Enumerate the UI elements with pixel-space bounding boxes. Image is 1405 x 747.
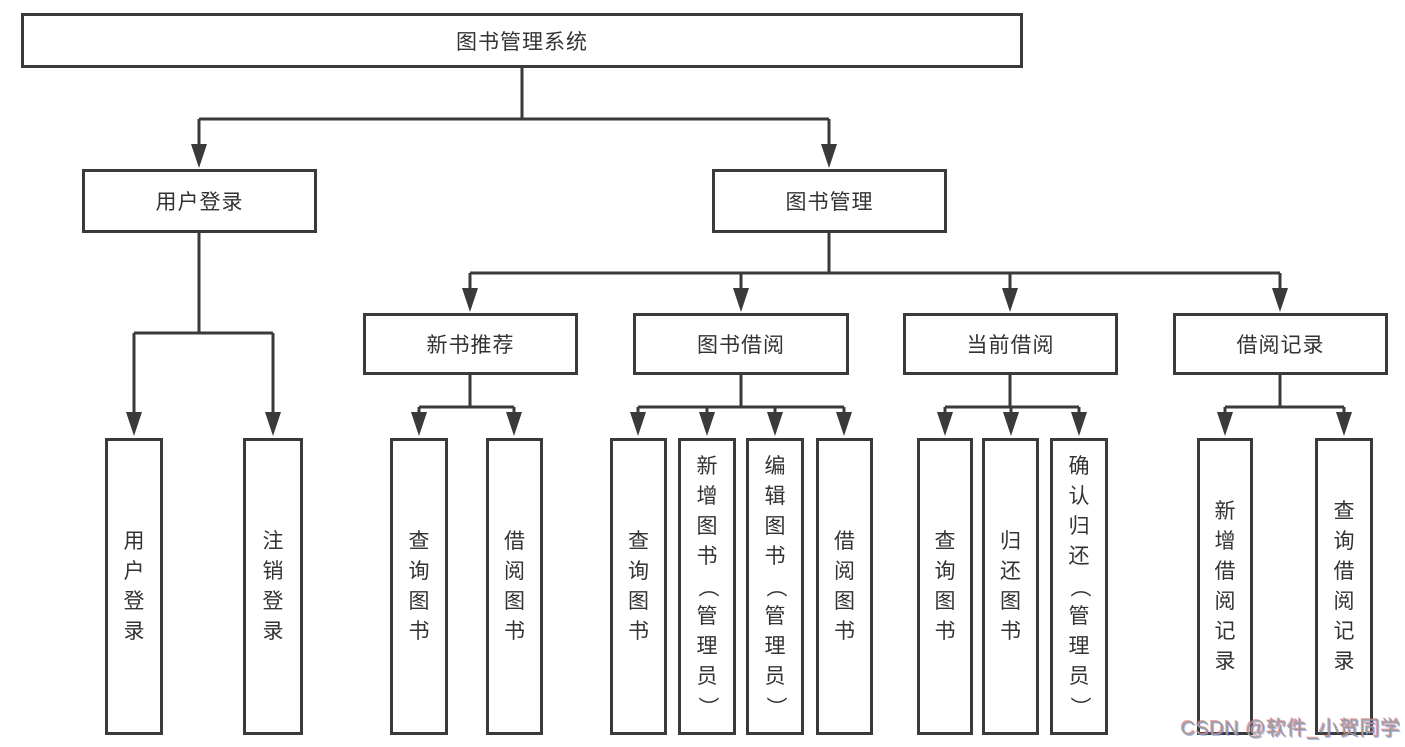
leaf-br-add-record: 新增借阅记录 — [1197, 438, 1253, 735]
leaf-cb-query-books: 查询图书 — [917, 438, 973, 735]
node-book-borrow: 图书借阅 — [633, 313, 849, 375]
leaf-bb-edit-books-admin-label: 编辑图书（管理员） — [764, 454, 787, 718]
node-book-borrow-label: 图书借阅 — [697, 334, 785, 357]
leaf-nbr-borrow-books: 借阅图书 — [486, 438, 543, 735]
leaf-br-query-record-label: 查询借阅记录 — [1333, 499, 1355, 673]
leaf-user-login: 用户登录 — [105, 438, 163, 735]
node-root-system: 图书管理系统 — [21, 13, 1023, 68]
node-new-book-recommend-label: 新书推荐 — [426, 334, 515, 357]
node-current-borrow-label: 当前借阅 — [966, 334, 1055, 357]
leaf-nbr-borrow-books-label: 借阅图书 — [504, 529, 525, 643]
node-current-borrow: 当前借阅 — [903, 313, 1118, 375]
leaf-bb-add-books-admin: 新增图书（管理员） — [678, 438, 736, 735]
leaf-br-query-record: 查询借阅记录 — [1315, 438, 1373, 735]
leaf-cb-query-books-label: 查询图书 — [934, 529, 956, 643]
leaf-user-login-label: 用户登录 — [123, 529, 145, 643]
node-new-book-recommend: 新书推荐 — [363, 313, 578, 375]
leaf-nbr-query-books: 查询图书 — [390, 438, 448, 735]
node-borrow-record-label: 借阅记录 — [1236, 334, 1325, 357]
leaf-nbr-query-books-label: 查询图书 — [408, 529, 430, 643]
leaf-bb-query-books-label: 查询图书 — [628, 529, 649, 643]
node-user-login-label: 用户登录 — [155, 191, 244, 214]
leaf-logout-label: 注销登录 — [262, 529, 284, 643]
node-root-label: 图书管理系统 — [456, 30, 588, 54]
node-book-management-label: 图书管理 — [785, 191, 874, 214]
leaf-cb-return-books-label: 归还图书 — [1000, 529, 1021, 643]
leaf-bb-borrow-books-label: 借阅图书 — [834, 529, 855, 643]
leaf-cb-confirm-return-admin: 确认归还（管理员） — [1050, 438, 1108, 735]
leaf-bb-add-books-admin-label: 新增图书（管理员） — [696, 454, 719, 718]
leaf-cb-return-books: 归还图书 — [982, 438, 1039, 735]
leaf-logout: 注销登录 — [243, 438, 303, 735]
leaf-cb-confirm-return-admin-label: 确认归还（管理员） — [1068, 454, 1091, 718]
leaf-br-add-record-label: 新增借阅记录 — [1214, 499, 1236, 673]
node-borrow-record: 借阅记录 — [1173, 313, 1388, 375]
node-book-management: 图书管理 — [712, 169, 947, 233]
node-user-login: 用户登录 — [82, 169, 317, 233]
leaf-bb-edit-books-admin: 编辑图书（管理员） — [746, 438, 804, 735]
leaf-bb-query-books: 查询图书 — [610, 438, 667, 735]
watermark: CSDN @软件_小贺同学 — [1180, 718, 1401, 740]
leaf-bb-borrow-books: 借阅图书 — [816, 438, 873, 735]
